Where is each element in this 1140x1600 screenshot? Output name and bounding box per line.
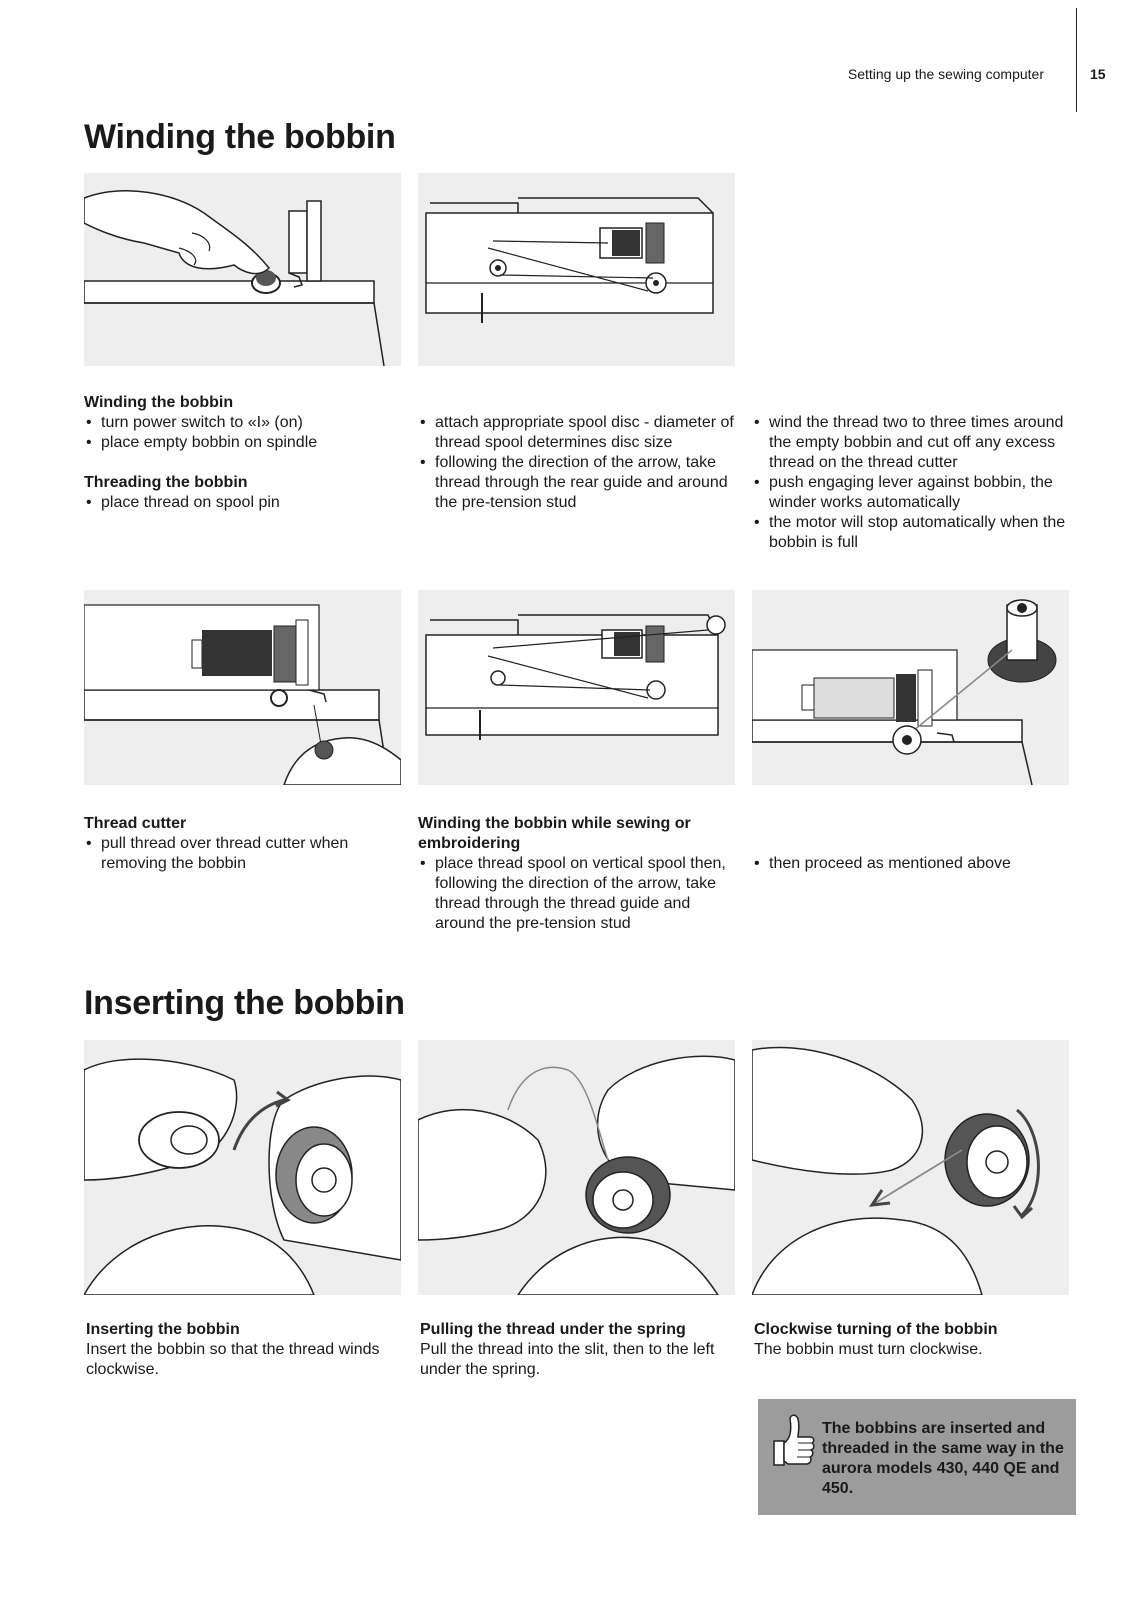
caption-heading: Clockwise turning of the bobbin — [754, 1321, 998, 1338]
tip-text: The bobbins are inserted and threaded in… — [822, 1420, 1064, 1497]
list-item: place empty bobbin on spindle — [84, 433, 394, 453]
thread-cutter-illustration — [84, 590, 401, 785]
list-item: place thread on spool pin — [84, 493, 394, 513]
caption-text: Insert the bobbin so that the thread win… — [86, 1341, 380, 1378]
list-item: following the direction of the arrow, ta… — [418, 453, 738, 513]
list-item: then proceed as mentioned above — [752, 854, 1074, 874]
vertical-spool-pin-illustration — [752, 590, 1069, 785]
thumbs-up-icon — [773, 1414, 815, 1466]
wind-thread-steps-list: wind the thread two to three times aroun… — [752, 413, 1074, 553]
heading-thread-cutter: Thread cutter — [84, 815, 187, 832]
winding-while-sewing-list: place thread spool on vertical spool the… — [418, 854, 738, 934]
section-title-winding: Winding the bobbin — [84, 118, 396, 156]
list-item: pull thread over thread cutter when remo… — [84, 834, 394, 874]
proceed-list: then proceed as mentioned above — [752, 854, 1074, 874]
list-item: push engaging lever against bobbin, the … — [752, 473, 1074, 513]
list-item: the motor will stop automatically when t… — [752, 513, 1074, 553]
heading-winding-while-sewing: Winding the bobbin while sewing or embro… — [418, 815, 691, 852]
caption-heading: Inserting the bobbin — [86, 1321, 240, 1338]
heading-winding-the-bobbin: Winding the bobbin — [84, 394, 234, 411]
rear-guide-threading-illustration — [418, 173, 735, 366]
winding-text-column-3: wind the thread two to three times aroun… — [752, 413, 1074, 553]
spool-disc-steps-list: attach appropriate spool disc - diameter… — [418, 413, 738, 513]
pulling-thread-under-spring-illustration — [418, 1040, 735, 1295]
header-divider — [1076, 8, 1077, 112]
inserting-bobbin-illustration — [84, 1040, 401, 1295]
thread-cutter-list: pull thread over thread cutter when remo… — [84, 834, 394, 874]
threading-steps-list: place thread on spool pin — [84, 493, 394, 513]
tip-box: The bobbins are inserted and threaded in… — [758, 1399, 1076, 1515]
heading-threading-the-bobbin: Threading the bobbin — [84, 474, 248, 491]
caption-text: Pull the thread into the slit, then to t… — [420, 1341, 715, 1378]
section-title-inserting: Inserting the bobbin — [84, 984, 405, 1022]
caption-clockwise-turning: Clockwise turning of the bobbin The bobb… — [754, 1320, 1064, 1360]
caption-pulling-thread: Pulling the thread under the spring Pull… — [420, 1320, 730, 1380]
vertical-spool-threading-illustration — [418, 590, 735, 785]
list-item: place thread spool on vertical spool the… — [418, 854, 738, 934]
thread-cutter-text: Thread cutter pull thread over thread cu… — [84, 814, 394, 874]
winding-steps-list: turn power switch to «I» (on) place empt… — [84, 413, 394, 453]
caption-text: The bobbin must turn clockwise. — [754, 1341, 983, 1358]
winding-text-column-1: Winding the bobbin turn power switch to … — [84, 393, 394, 513]
proceed-text: then proceed as mentioned above — [752, 854, 1074, 874]
bobbin-on-spindle-illustration — [84, 173, 401, 366]
caption-inserting-bobbin: Inserting the bobbin Insert the bobbin s… — [86, 1320, 396, 1380]
winding-text-column-2: attach appropriate spool disc - diameter… — [418, 413, 738, 513]
clockwise-turning-illustration — [752, 1040, 1069, 1295]
running-header: Setting up the sewing computer — [847, 66, 1044, 82]
list-item: turn power switch to «I» (on) — [84, 413, 394, 433]
page-number: 15 — [1090, 66, 1106, 82]
list-item: wind the thread two to three times aroun… — [752, 413, 1074, 473]
list-item: attach appropriate spool disc - diameter… — [418, 413, 738, 453]
winding-while-sewing-text: Winding the bobbin while sewing or embro… — [418, 814, 738, 934]
caption-heading: Pulling the thread under the spring — [420, 1321, 686, 1338]
